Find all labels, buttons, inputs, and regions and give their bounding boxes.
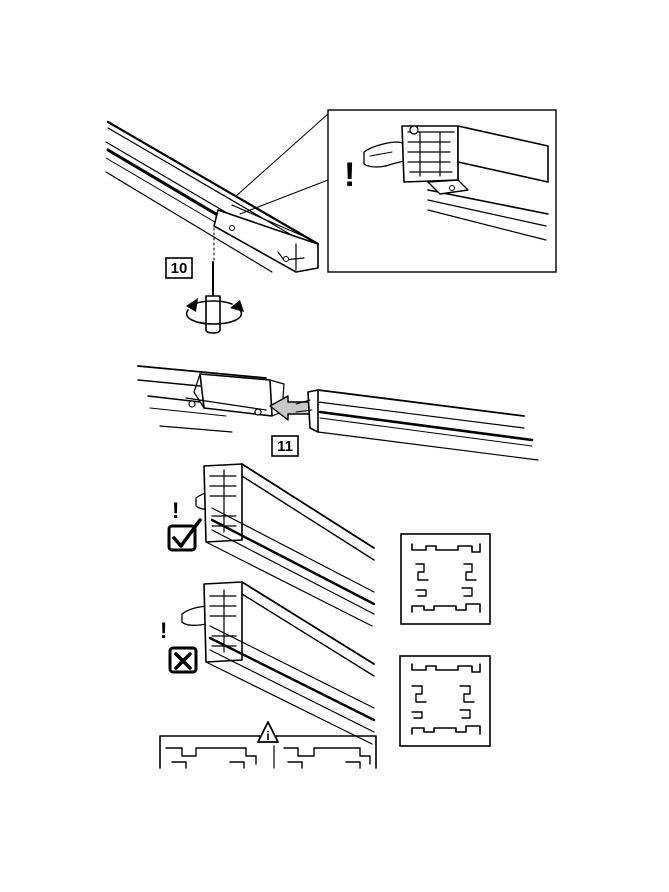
detail-box-end-cap: !: [327, 109, 557, 273]
step-11-group: 11: [137, 365, 539, 461]
checkbox-check-icon: [167, 518, 202, 552]
step-11-label: 11: [271, 435, 299, 457]
step-10-group: ! 10: [105, 109, 557, 334]
correct-orientation-group: !: [167, 463, 376, 627]
svg-text:11: 11: [277, 438, 293, 455]
info-triangle-icon: i: [257, 721, 279, 743]
track-rail-step10: [105, 120, 320, 273]
svg-text:10: 10: [171, 260, 188, 277]
incorrect-orientation-group: !: [160, 581, 376, 745]
warning-mark-incorrect: !: [160, 618, 167, 643]
screwdriver-icon: [185, 261, 243, 334]
checkbox-cross-icon: [168, 646, 198, 674]
track-rail-left-step11: [137, 365, 285, 433]
rotate-arrow-icon: [186, 298, 244, 312]
track-rail-right-step11: [295, 389, 539, 461]
insert-direction-arrow: [269, 395, 313, 421]
warning-mark-detail: !: [344, 156, 355, 194]
step-10-label: 10: [165, 257, 193, 279]
profile-section-correct: [400, 533, 491, 625]
profile-section-incorrect: [399, 655, 491, 747]
warning-mark-correct: !: [172, 498, 179, 523]
profile-strip-info: i: [159, 721, 377, 769]
info-mark: i: [266, 729, 269, 743]
